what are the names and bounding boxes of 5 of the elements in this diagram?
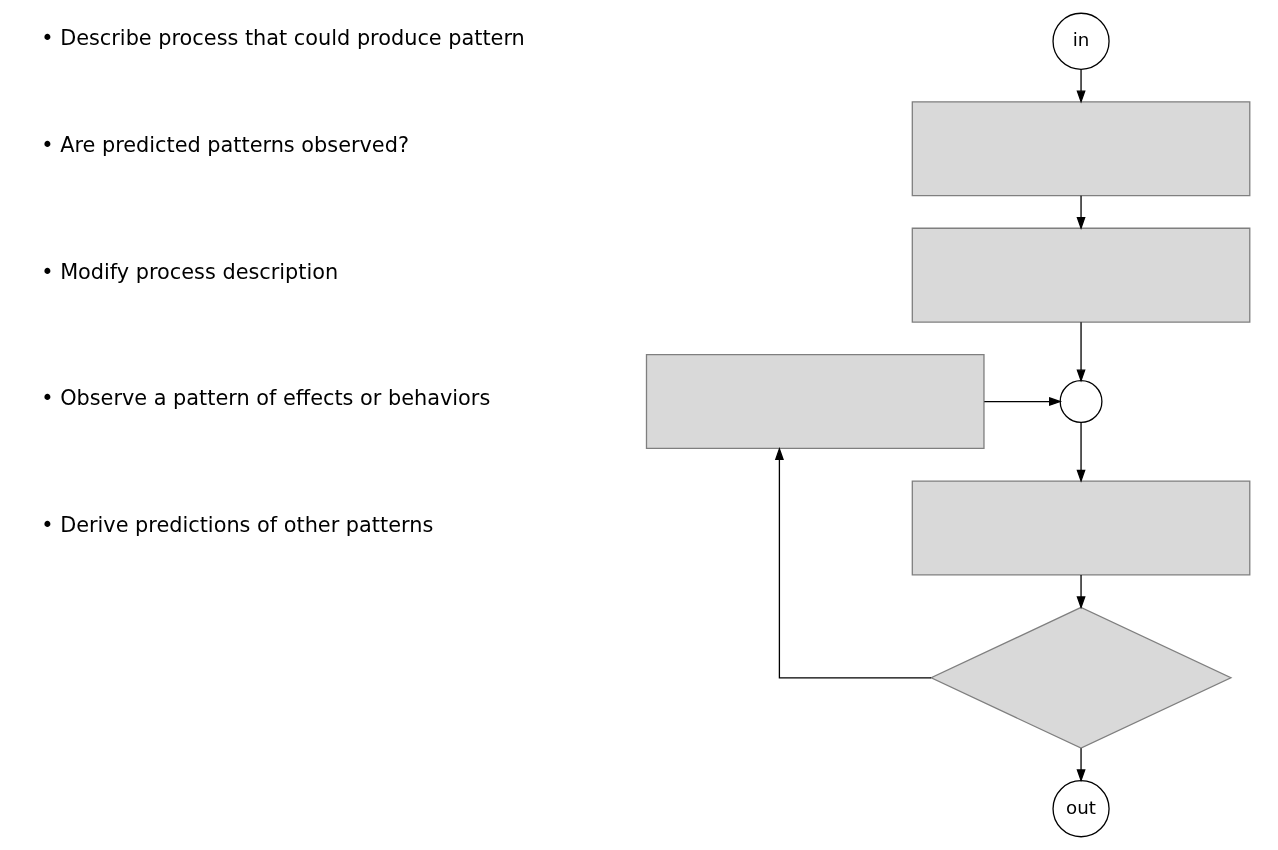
label: • Derive predictions of other patterns bbox=[41, 512, 434, 537]
label: • Are predicted patterns observed? bbox=[41, 133, 409, 158]
label: • Observe a pattern of effects or behaviors bbox=[41, 386, 491, 411]
label: • Modify process description bbox=[41, 259, 339, 284]
label: • Describe process that could produce pattern bbox=[41, 25, 525, 50]
